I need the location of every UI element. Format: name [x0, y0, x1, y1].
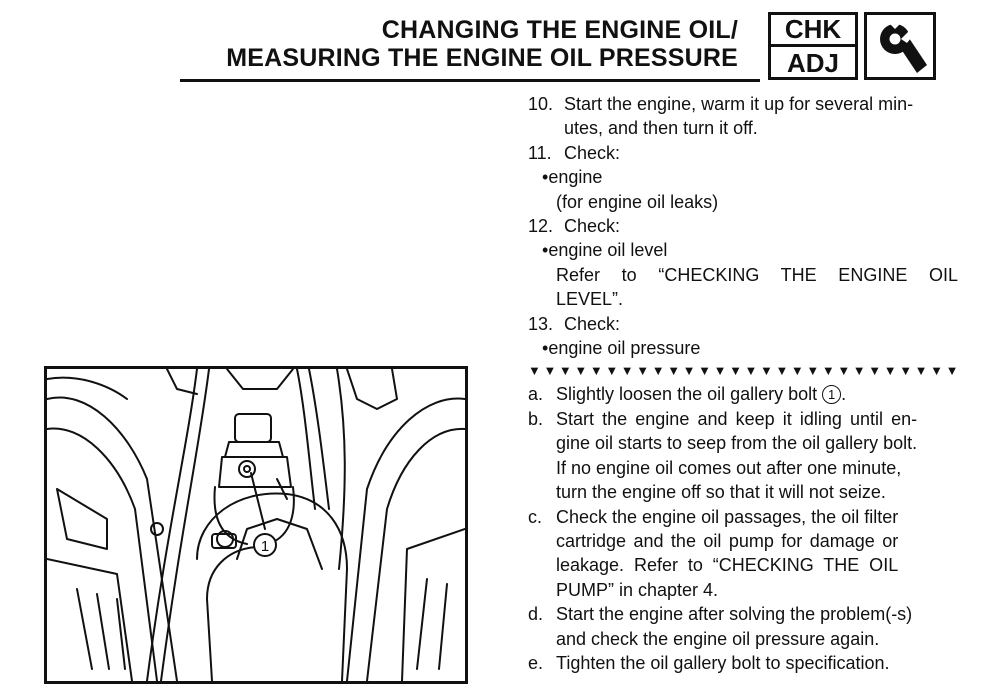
text-line: Start the engine after solving the probl… [556, 604, 913, 625]
substep-text: Check the engine oil passages, the oil f… [556, 505, 898, 603]
step-text: Start the engine, warm it up for several… [564, 94, 914, 114]
page-title: CHANGING THE ENGINE OIL/ MEASURING THE E… [226, 16, 738, 72]
substep-a: a. Slightly loosen the oil gallery bolt … [528, 382, 958, 406]
text-line: gine oil starts to seep from the oil gal… [556, 433, 918, 454]
substep-letter: b. [528, 408, 544, 429]
substep-e: e. Tighten the oil gallery bolt to speci… [528, 651, 958, 675]
step-text: Check: [564, 216, 621, 237]
step-10-cont: utes, and then turn it off. [564, 118, 758, 139]
figure-callout: 1 [261, 538, 269, 555]
step-number: 10. [528, 94, 554, 114]
figure-callout-circle [253, 533, 277, 557]
bullet-note: Refer to “CHECKING THE ENGINE OIL [556, 264, 958, 285]
engine-illustration: 1 [44, 366, 468, 684]
step-10: 10. Start the engine, warm it up for sev… [528, 92, 958, 116]
substep-text: Start the engine and keep it idling unti… [556, 407, 917, 505]
text-line: PUMP” in chapter 4. [556, 579, 719, 600]
step-text: Check: [564, 313, 621, 334]
substep-text: Tighten the oil gallery bolt to specific… [556, 652, 890, 673]
text-line: cartridge and the oil pump for damage or [556, 530, 899, 551]
substep-text: Slightly loosen the oil gallery bolt 1. [556, 382, 846, 406]
bullet-text: engine oil level [548, 240, 668, 261]
step-number: 13. [528, 313, 554, 334]
badge-chk-label: CHK [784, 14, 842, 44]
procedure-text: 10. Start the engine, warm it up for sev… [528, 92, 958, 675]
step-13: 13. Check: [528, 312, 958, 336]
text-line: turn the engine off so that it will not … [556, 482, 886, 503]
text-line: If no engine oil comes out after one min… [556, 457, 902, 478]
badge-adj-label: ADJ [786, 48, 839, 78]
substep-a-end: . [841, 384, 847, 405]
substep-text: Start the engine after solving the probl… [556, 602, 912, 651]
substep-a-text: Slightly loosen the oil gallery bolt [556, 384, 818, 405]
bullet-item: •engine oil pressure [542, 338, 701, 359]
step-11: 11. Check: [528, 141, 958, 165]
substep-letter: c. [528, 506, 543, 527]
header-rule [180, 79, 760, 82]
bullet-text: engine [548, 167, 603, 188]
bullet-note: (for engine oil leaks) [556, 191, 719, 212]
text-line: and check the engine oil pressure again. [556, 628, 880, 649]
chk-adj-badge: CHK ADJ [768, 12, 987, 80]
title-line-2: MEASURING THE ENGINE OIL PRESSURE [226, 44, 738, 72]
substep-letter: d. [528, 604, 544, 625]
step-number: 12. [528, 216, 554, 237]
callout-marker: 1 [822, 385, 842, 405]
text-line: leakage. Refer to “CHECKING THE OIL [556, 555, 899, 576]
substep-d: d. Start the engine after solving the pr… [528, 602, 958, 651]
engine-line-drawing: 1 [47, 369, 465, 681]
step-number: 11. [528, 142, 552, 163]
substep-letter: a. [528, 384, 544, 405]
wrench-icon [864, 12, 936, 80]
bullet-item: •engine [542, 167, 603, 188]
step-text: Check: [564, 142, 621, 163]
text-line: Check the engine oil passages, the oil f… [556, 506, 899, 527]
substep-c: c. Check the engine oil passages, the oi… [528, 505, 958, 603]
section-divider: ▼▼▼▼▼▼▼▼▼▼▼▼▼▼▼▼▼▼▼▼▼▼▼▼▼▼▼▼▼▼▼▼▼▼▼▼ [528, 364, 958, 379]
substep-letter: e. [528, 652, 544, 673]
bullet-item: •engine oil level [542, 240, 668, 261]
bullet-text: engine oil pressure [548, 338, 701, 359]
substep-b: b. Start the engine and keep it idling u… [528, 407, 958, 505]
step-12: 12. Check: [528, 214, 958, 238]
bullet-note-cont: LEVEL”. [556, 289, 624, 310]
badge-divider [768, 44, 858, 47]
title-line-1: CHANGING THE ENGINE OIL/ [381, 16, 738, 44]
text-line: Start the engine and keep it idling unti… [556, 408, 918, 429]
